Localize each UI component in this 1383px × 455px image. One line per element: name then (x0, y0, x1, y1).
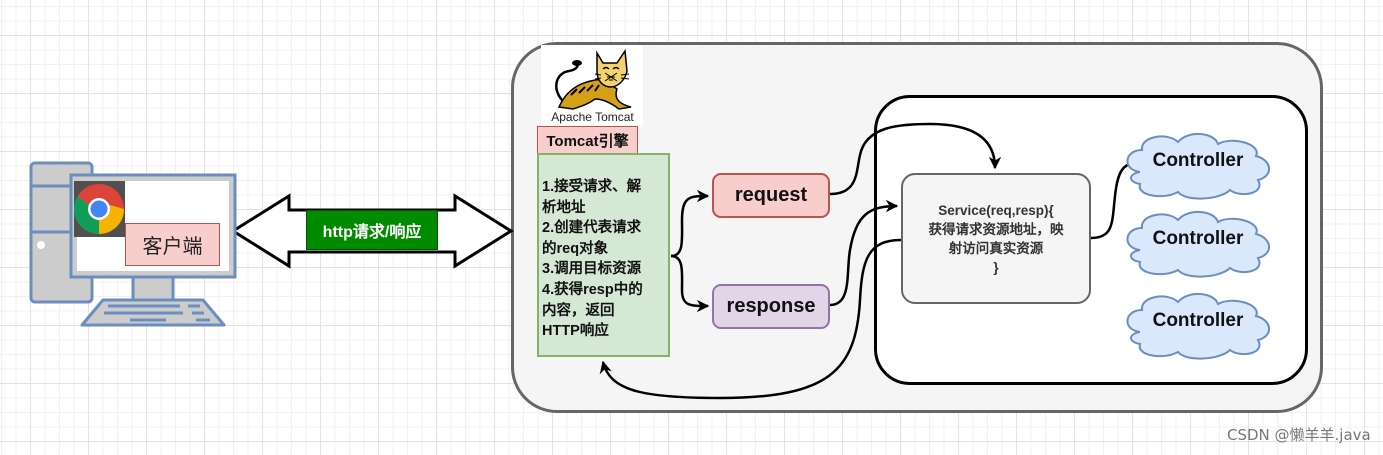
service-method-box: Service(req,resp){ 获得请求资源地址，映 射访问真实资源 } (901, 173, 1091, 304)
engine-steps-box: 1.接受请求、解 析地址 2.创建代表请求 的req对象 3.调用目标资源 4.… (537, 153, 670, 357)
client-label: 客户端 (125, 223, 220, 266)
controller-label-2: Controller (1152, 228, 1244, 249)
controller-label-3: Controller (1152, 310, 1244, 331)
edge-request-to-service (829, 122, 1002, 196)
request-object: request (712, 173, 830, 218)
edge-steps-to-request (670, 189, 710, 258)
tomcat-logo-caption: Apache Tomcat (551, 110, 634, 124)
watermark: CSDN @懒羊羊.java (1227, 426, 1371, 444)
controller-cloud-1 (1126, 133, 1270, 200)
edge-service-to-engine-return (599, 238, 902, 400)
chrome-icon (73, 181, 125, 237)
controller-cloud-2 (1126, 211, 1270, 278)
tomcat-cat-icon (555, 48, 632, 110)
edge-response-to-service (829, 199, 899, 307)
controller-cloud-3 (1126, 293, 1270, 360)
response-object: response (712, 284, 830, 329)
controller-label-1: Controller (1152, 150, 1244, 171)
http-request-response-label: http请求/响应 (306, 210, 438, 250)
edge-steps-to-response (670, 254, 710, 313)
tomcat-logo (541, 45, 643, 127)
